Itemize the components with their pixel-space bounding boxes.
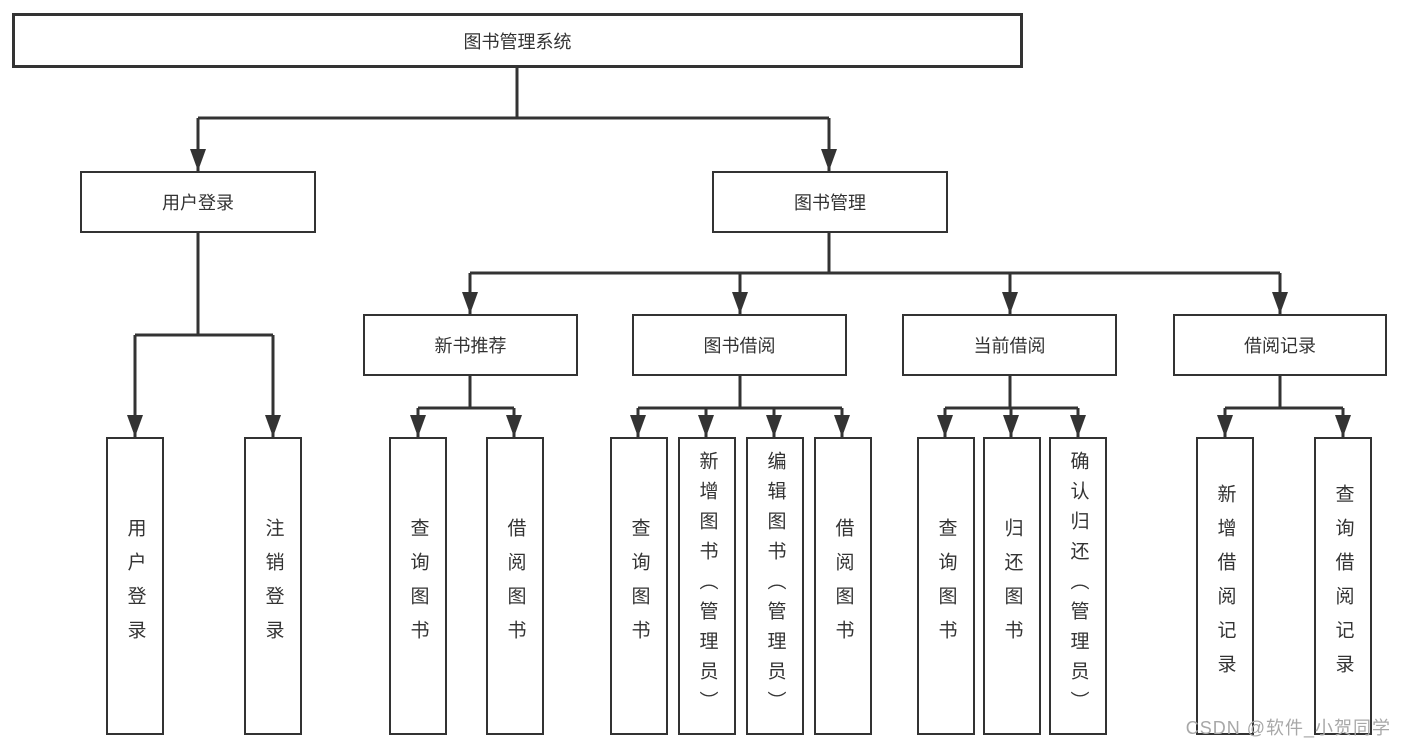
- node-book-management: 图书管理: [712, 171, 948, 233]
- leaf-label: 新增图书（管理员）: [696, 451, 718, 721]
- node-borrow-records: 借阅记录: [1173, 314, 1387, 376]
- leaf-cb-query-book: 查询图书: [917, 437, 975, 735]
- connector-borrowrecords-to-leaves: [1217, 376, 1351, 437]
- leaf-logout: 注销登录: [244, 437, 302, 735]
- node-root: 图书管理系统: [12, 13, 1023, 68]
- node-book-borrow: 图书借阅: [632, 314, 847, 376]
- connector-bookborrow-to-leaves: [630, 376, 850, 437]
- leaf-label: 查询图书: [407, 518, 429, 654]
- leaf-br-add-record: 新增借阅记录: [1196, 437, 1254, 735]
- leaf-label: 借阅图书: [832, 518, 854, 654]
- leaf-label: 查询借阅记录: [1332, 484, 1354, 688]
- leaf-label: 编辑图书（管理员）: [764, 451, 786, 721]
- connector-currentborrow-to-leaves: [937, 376, 1086, 437]
- node-user-login: 用户登录: [80, 171, 316, 233]
- leaf-label: 借阅图书: [504, 518, 526, 654]
- leaf-bb-query-book: 查询图书: [610, 437, 668, 735]
- node-current-borrow: 当前借阅: [902, 314, 1117, 376]
- connector-newbookrec-to-leaves: [410, 376, 522, 437]
- leaf-rec-query-book: 查询图书: [389, 437, 447, 735]
- node-new-book-recommend: 新书推荐: [363, 314, 578, 376]
- leaf-label: 用户登录: [124, 518, 146, 654]
- leaf-user-login: 用户登录: [106, 437, 164, 735]
- leaf-label: 归还图书: [1001, 518, 1023, 654]
- leaf-cb-confirm-return-admin: 确认归还（管理员）: [1049, 437, 1107, 735]
- leaf-bb-borrow-book: 借阅图书: [814, 437, 872, 735]
- leaf-cb-return-book: 归还图书: [983, 437, 1041, 735]
- leaf-label: 查询图书: [628, 518, 650, 654]
- leaf-br-query-record: 查询借阅记录: [1314, 437, 1372, 735]
- connector-bookmgmt-to-level2: [462, 233, 1288, 314]
- leaf-bb-add-book-admin: 新增图书（管理员）: [678, 437, 736, 735]
- connector-userlogin-to-leaves: [127, 233, 281, 437]
- leaf-label: 注销登录: [262, 518, 284, 654]
- leaf-label: 确认归还（管理员）: [1067, 451, 1089, 721]
- connector-root-to-level1: [190, 68, 837, 171]
- leaf-bb-edit-book-admin: 编辑图书（管理员）: [746, 437, 804, 735]
- leaf-rec-borrow-book: 借阅图书: [486, 437, 544, 735]
- leaf-label: 查询图书: [935, 518, 957, 654]
- csdn-watermark: CSDN @软件_小贺同学: [1185, 718, 1391, 738]
- leaf-label: 新增借阅记录: [1214, 484, 1236, 688]
